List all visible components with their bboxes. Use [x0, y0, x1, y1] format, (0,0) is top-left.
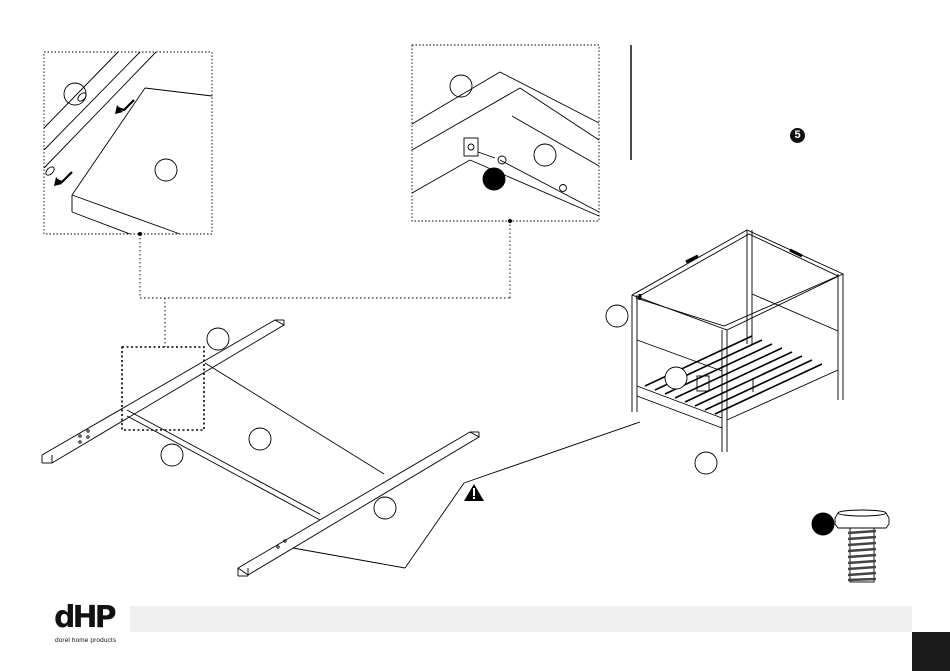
- detail-connectors: [140, 221, 510, 347]
- part-callout: [450, 75, 472, 97]
- bed-frame-drawing: [606, 230, 843, 474]
- part-callout: [155, 159, 177, 181]
- warning-leader-lines: [293, 422, 640, 568]
- part-callout: [374, 497, 396, 519]
- screw-hardware-icon: [812, 510, 889, 582]
- part-callout: [665, 367, 687, 389]
- warning-icon: [464, 484, 484, 501]
- part-callout: [64, 83, 86, 105]
- detail-panel-right: [412, 45, 599, 221]
- main-assembly-drawing: [42, 320, 479, 576]
- part-callout: [207, 328, 229, 350]
- step-number-badge: 5: [790, 128, 805, 143]
- brand-tagline: dorel home products: [55, 637, 116, 644]
- part-callout: [606, 305, 628, 327]
- footer-band: [130, 606, 912, 632]
- zoom-region-box: [122, 347, 204, 430]
- brand-logo: dHP: [54, 601, 114, 635]
- part-callout: [249, 428, 271, 450]
- part-callout: [534, 144, 556, 166]
- hardware-callout-dot: [483, 168, 505, 190]
- rotate-arrow-icon: [57, 100, 134, 182]
- detail-panel-left: [44, 52, 212, 234]
- part-callout: [161, 444, 183, 466]
- page-number-box: [912, 632, 950, 671]
- part-callout: [695, 452, 717, 474]
